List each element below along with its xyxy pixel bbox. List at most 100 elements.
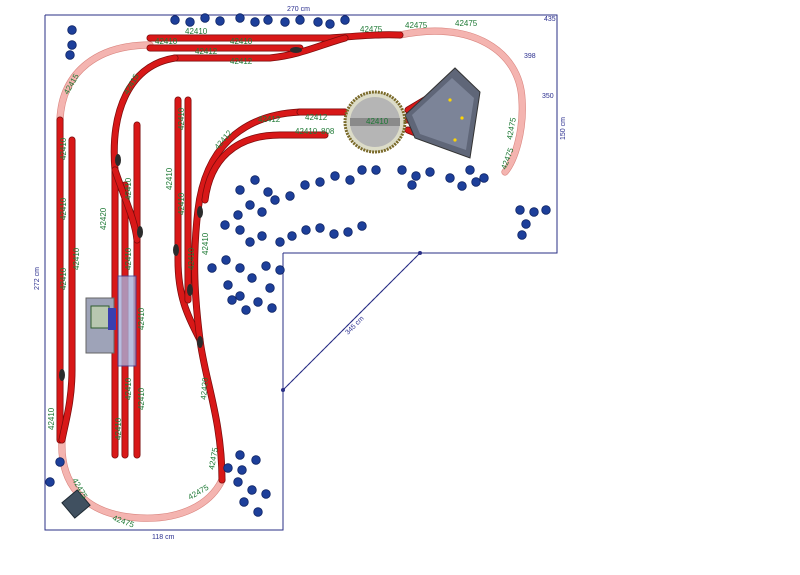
tree	[267, 303, 277, 313]
tree	[65, 50, 75, 60]
track-label: 42410	[137, 307, 146, 330]
dim-mark-1: 398	[524, 53, 536, 60]
tree	[285, 191, 295, 201]
tree	[235, 291, 245, 301]
tree	[345, 175, 355, 185]
diagonal-measure-line	[282, 252, 421, 391]
tree	[295, 15, 305, 25]
station-building	[85, 275, 137, 367]
diagonal-end-b	[418, 251, 422, 255]
tree	[541, 205, 551, 215]
trees	[45, 13, 551, 517]
tree	[55, 457, 65, 467]
tree	[471, 177, 481, 187]
tree	[343, 227, 353, 237]
track-label: 42410	[124, 177, 133, 200]
track-label: 42410	[295, 127, 318, 136]
tree	[270, 195, 280, 205]
tree	[170, 15, 180, 25]
track-label: 42415	[62, 72, 81, 96]
tree	[235, 263, 245, 273]
tree	[235, 450, 245, 460]
track-label: 42420	[99, 207, 108, 230]
track-label: 42475	[405, 21, 428, 30]
track-label: 42415	[122, 72, 141, 96]
tree	[280, 17, 290, 27]
tree	[425, 167, 435, 177]
tree	[275, 237, 285, 247]
tree	[407, 180, 417, 190]
tree	[261, 489, 271, 499]
tree	[247, 273, 257, 283]
main-track	[56, 31, 469, 484]
track-label: 42412	[230, 57, 253, 66]
roundhouse	[404, 67, 481, 159]
track-label: 42410	[124, 377, 133, 400]
tree	[265, 283, 275, 293]
tree	[185, 17, 195, 27]
tree	[315, 177, 325, 187]
tree	[250, 175, 260, 185]
tree	[521, 219, 531, 229]
tree	[315, 223, 325, 233]
tree	[235, 13, 245, 23]
small-building	[61, 489, 91, 519]
tree	[330, 171, 340, 181]
track-label: 42410	[72, 247, 81, 270]
track-label: 42475	[207, 446, 220, 470]
tree	[215, 16, 225, 26]
track-label: 42420	[199, 377, 210, 400]
turnout-markers	[59, 47, 302, 381]
tree	[235, 185, 245, 195]
tree	[67, 25, 77, 35]
tree	[237, 465, 247, 475]
tree	[261, 261, 271, 271]
tree	[371, 165, 381, 175]
track-label: 42410	[177, 192, 186, 215]
track-label: 42410	[47, 407, 56, 430]
tree	[253, 507, 263, 517]
tree	[200, 13, 210, 23]
tree	[325, 19, 335, 29]
tree	[220, 220, 230, 230]
tree	[517, 230, 527, 240]
dim-bottom: 118 cm	[152, 534, 175, 541]
track-label: 42410	[59, 197, 68, 220]
tree	[227, 295, 237, 305]
tree	[515, 205, 525, 215]
track-label: 42475	[505, 116, 518, 140]
tree	[357, 221, 367, 231]
diagonal-end-a	[281, 388, 285, 392]
tree	[247, 485, 257, 495]
track-label: 42410	[177, 107, 186, 130]
tree	[239, 497, 249, 507]
dim-left: 272 cm	[34, 267, 41, 290]
dim-mark-2: 350	[542, 93, 554, 100]
track-label: 42410	[137, 387, 146, 410]
tree	[223, 463, 233, 473]
tree	[245, 200, 255, 210]
tree	[445, 173, 455, 183]
track-label: 42410	[59, 267, 68, 290]
track-label: 42412	[195, 47, 218, 56]
tree	[329, 229, 339, 239]
tree	[301, 225, 311, 235]
tree	[251, 455, 261, 465]
dim-corner: 435	[544, 16, 556, 23]
ghost-track	[56, 27, 526, 522]
tree	[257, 231, 267, 241]
tree	[221, 255, 231, 265]
tree	[207, 263, 217, 273]
dim-top: 270 cm	[287, 6, 310, 13]
track-label: 42410	[124, 247, 133, 270]
turntable	[343, 90, 407, 154]
track-label: 808	[321, 127, 335, 136]
track-label: 42410	[165, 167, 174, 190]
tree	[287, 231, 297, 241]
track-label: 42410	[155, 37, 178, 46]
track-label: 42412	[305, 113, 328, 122]
track-label: 42410	[59, 137, 68, 160]
tree	[45, 477, 55, 487]
tree	[253, 297, 263, 307]
